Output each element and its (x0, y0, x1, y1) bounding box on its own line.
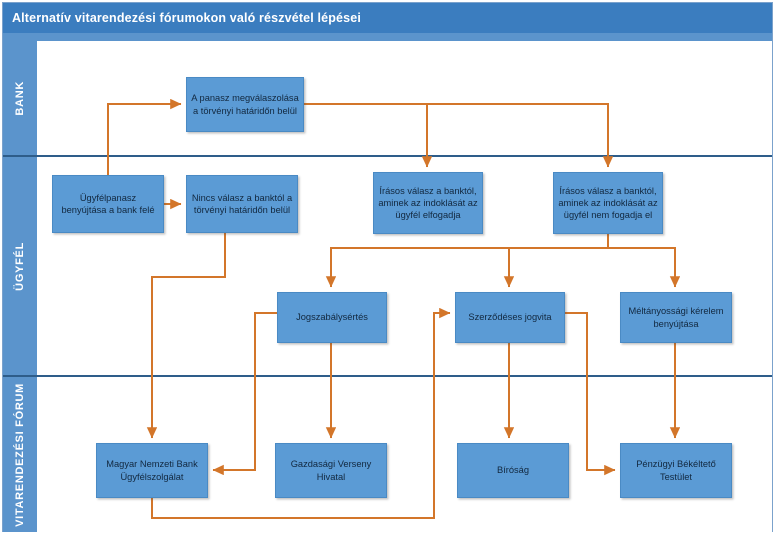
lane-header-ugyfel: ÜGYFÉL (3, 157, 37, 375)
node-jogszabalysertes[interactable]: Jogszabálysértés (277, 292, 387, 343)
node-birosag[interactable]: Bíróság (457, 443, 569, 498)
node-penzugyi_bekelteto[interactable]: Pénzügyi Békéltető Testület (620, 443, 732, 498)
lane-label-forum: VITARENDEZÉSI FÓRUM (14, 382, 26, 527)
node-irasos_elfogadja[interactable]: Írásos válasz a banktól, aminek az indok… (373, 172, 483, 234)
lane-divider-ugyfel-forum (3, 375, 772, 377)
lane-header-forum: VITARENDEZÉSI FÓRUM (3, 377, 37, 532)
node-label: Magyar Nemzeti Bank Ügyfélszolgálat (106, 459, 198, 482)
node-label: Szerződéses jogvita (468, 312, 552, 323)
node-label: Gazdasági Verseny Hivatal (290, 459, 372, 482)
lane-divider-bank-ugyfel (3, 155, 772, 157)
title-underbar (3, 33, 772, 41)
node-panasz_megvalaszolasa[interactable]: A panasz megválaszolása a törvényi határ… (186, 77, 304, 132)
lane-label-bank: BANK (14, 80, 26, 116)
node-label: Ügyfélpanasz benyújtása a bank felé (61, 192, 155, 215)
node-label: Írásos válasz a banktól, aminek az indok… (378, 185, 478, 221)
node-label: Bíróság (496, 465, 530, 476)
node-szerzodeses_jogvita[interactable]: Szerződéses jogvita (455, 292, 565, 343)
node-mnb_ugyfelszolgalat[interactable]: Magyar Nemzeti Bank Ügyfélszolgálat (96, 443, 208, 498)
node-label: Írásos válasz a banktól, aminek az indok… (558, 185, 658, 221)
diagram-title-bar: Alternatív vitarendezési fórumokon való … (3, 3, 772, 33)
node-label: Méltányossági kérelem benyújtása (628, 306, 724, 329)
node-label: Nincs válasz a banktól a törvényi határi… (191, 192, 293, 215)
page-title: Alternatív vitarendezési fórumokon való … (12, 11, 361, 25)
node-label: A panasz megválaszolása a törvényi határ… (191, 93, 299, 116)
node-nincs_valasz[interactable]: Nincs válasz a banktól a törvényi határi… (186, 175, 298, 233)
node-label: Jogszabálysértés (296, 312, 368, 323)
node-irasos_nem_fogadja[interactable]: Írásos válasz a banktól, aminek az indok… (553, 172, 663, 234)
node-label: Pénzügyi Békéltető Testület (636, 459, 716, 482)
lane-body-bank (37, 41, 772, 155)
node-meltanyossagi_kerelem[interactable]: Méltányossági kérelem benyújtása (620, 292, 732, 343)
lane-label-ugyfel: ÜGYFÉL (14, 241, 26, 291)
lane-header-bank: BANK (3, 41, 37, 155)
node-ugyfelpanasz[interactable]: Ügyfélpanasz benyújtása a bank felé (52, 175, 164, 233)
node-gvh[interactable]: Gazdasági Verseny Hivatal (275, 443, 387, 498)
